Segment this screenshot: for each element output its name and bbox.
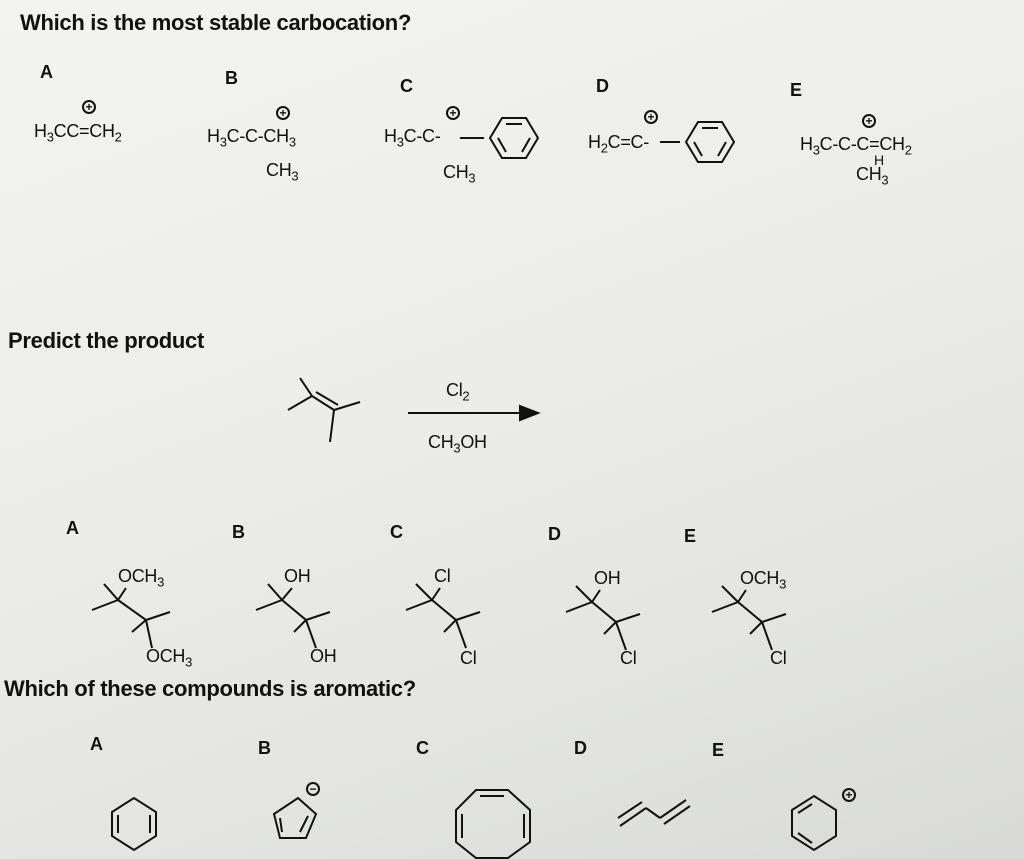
q3-option-b-label[interactable]: B [258, 738, 271, 758]
q3-option-d-label[interactable]: D [574, 738, 587, 758]
q2-option-b-top-group: OH [284, 566, 311, 586]
q2-option-c-top-group: Cl [434, 566, 451, 586]
q1-option-d-formula: H2C=C- [588, 132, 649, 156]
q1-option-e-formula: H3C-C-C=CH2 [800, 134, 912, 158]
q3-option-b-cyclopentadienyl [272, 796, 318, 839]
q1-option-b-label[interactable]: B [225, 68, 238, 88]
reagent-bottom: CH3OH [428, 432, 487, 456]
q1-option-e-label[interactable]: E [790, 80, 803, 100]
q2-option-b-bottom-group: OH [310, 646, 337, 666]
q2-option-c-bottom-group: Cl [460, 648, 477, 668]
q2-reactant-alkene [287, 377, 361, 443]
q1-option-a-label[interactable]: A [40, 62, 53, 82]
q2-option-e-label[interactable]: E [684, 526, 697, 546]
q3-option-a-label[interactable]: A [90, 734, 103, 754]
positive-charge-icon: + [644, 110, 658, 124]
positive-charge-icon: + [842, 788, 856, 802]
q3-option-e-label[interactable]: E [712, 740, 725, 760]
q2-option-a-top-group: OCH3 [118, 566, 165, 590]
q3-option-d-butadiene [617, 799, 691, 827]
q1-option-e-substituent: CH3 [856, 164, 889, 188]
q1-option-c-label[interactable]: C [400, 76, 413, 96]
q2-option-e-top-group: OCH3 [740, 568, 787, 592]
reagent-top: Cl2 [446, 380, 470, 404]
positive-charge-icon: + [82, 100, 96, 114]
q3-option-c-cyclooctatetraene [455, 789, 531, 859]
q1-option-c-benzene-ring [460, 117, 540, 159]
q2-option-d-top-group: OH [594, 568, 621, 588]
q1-option-e-hydrogen: H [874, 152, 884, 168]
q1-option-c-substituent: CH3 [443, 162, 476, 186]
q1-option-b-substituent: CH3 [266, 160, 299, 184]
q2-option-a-bottom-group: OCH3 [146, 646, 193, 670]
q2-option-d-bottom-group: Cl [620, 648, 637, 668]
q2-product-skeletons [91, 583, 787, 651]
q1-option-d-label[interactable]: D [596, 76, 609, 96]
reaction-arrow [408, 404, 541, 422]
q1-option-d-benzene-ring [660, 121, 736, 163]
q2-option-e-bottom-group: Cl [770, 648, 787, 668]
positive-charge-icon: + [862, 114, 876, 128]
q3-option-a-cyclohexadiene [111, 796, 157, 852]
q2-option-d-label[interactable]: D [548, 524, 561, 544]
q2-option-b-label[interactable]: B [232, 522, 245, 542]
question-2-prompt: Predict the product [8, 328, 204, 353]
q1-option-a-formula: H3CC=CH2 [34, 121, 122, 145]
q3-option-c-label[interactable]: C [416, 738, 429, 758]
q2-option-a-label[interactable]: A [66, 518, 79, 538]
positive-charge-icon: + [276, 106, 290, 120]
q1-option-c-formula: H3C-C- [384, 126, 441, 150]
positive-charge-icon: + [446, 106, 460, 120]
q3-option-e-cyclohexadienyl [791, 794, 837, 852]
question-3-prompt: Which of these compounds is aromatic? [4, 676, 416, 701]
q1-option-b-formula: H3C-C-CH3 [207, 126, 296, 150]
question-1-prompt: Which is the most stable carbocation? [20, 10, 412, 35]
q2-option-c-label[interactable]: C [390, 522, 403, 542]
negative-charge-icon: − [306, 782, 320, 796]
